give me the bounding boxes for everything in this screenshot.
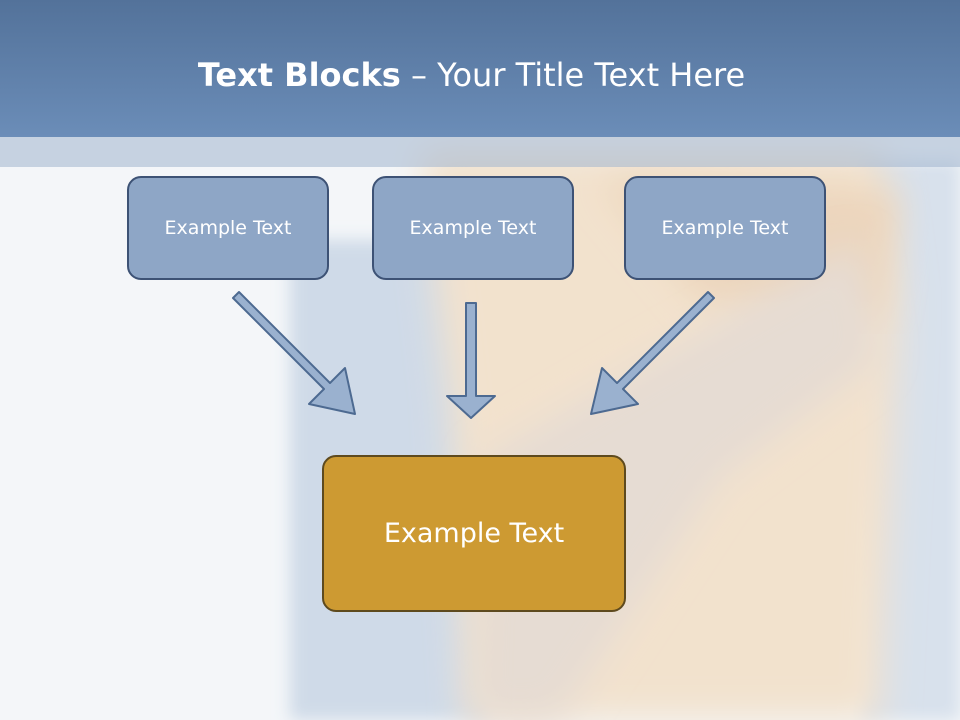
text-block-2-label: Example Text — [409, 217, 537, 239]
title-bar-band — [0, 137, 960, 167]
title-bar — [0, 0, 960, 137]
arrow-down-icon — [446, 302, 496, 419]
text-block-3: Example Text — [624, 176, 826, 280]
text-block-1-label: Example Text — [164, 217, 292, 239]
arrow-right-icon — [590, 291, 715, 415]
arrow-left-icon — [232, 291, 356, 415]
title-rest: – Your Title Text Here — [400, 56, 746, 94]
slide-title: Text Blocks – Your Title Text Here — [0, 52, 943, 98]
target-text-block-label: Example Text — [383, 518, 565, 549]
text-block-1: Example Text — [127, 176, 329, 280]
text-block-3-label: Example Text — [661, 217, 789, 239]
title-bold: Text Blocks — [197, 56, 401, 94]
text-block-2: Example Text — [372, 176, 574, 280]
target-text-block: Example Text — [322, 455, 626, 612]
